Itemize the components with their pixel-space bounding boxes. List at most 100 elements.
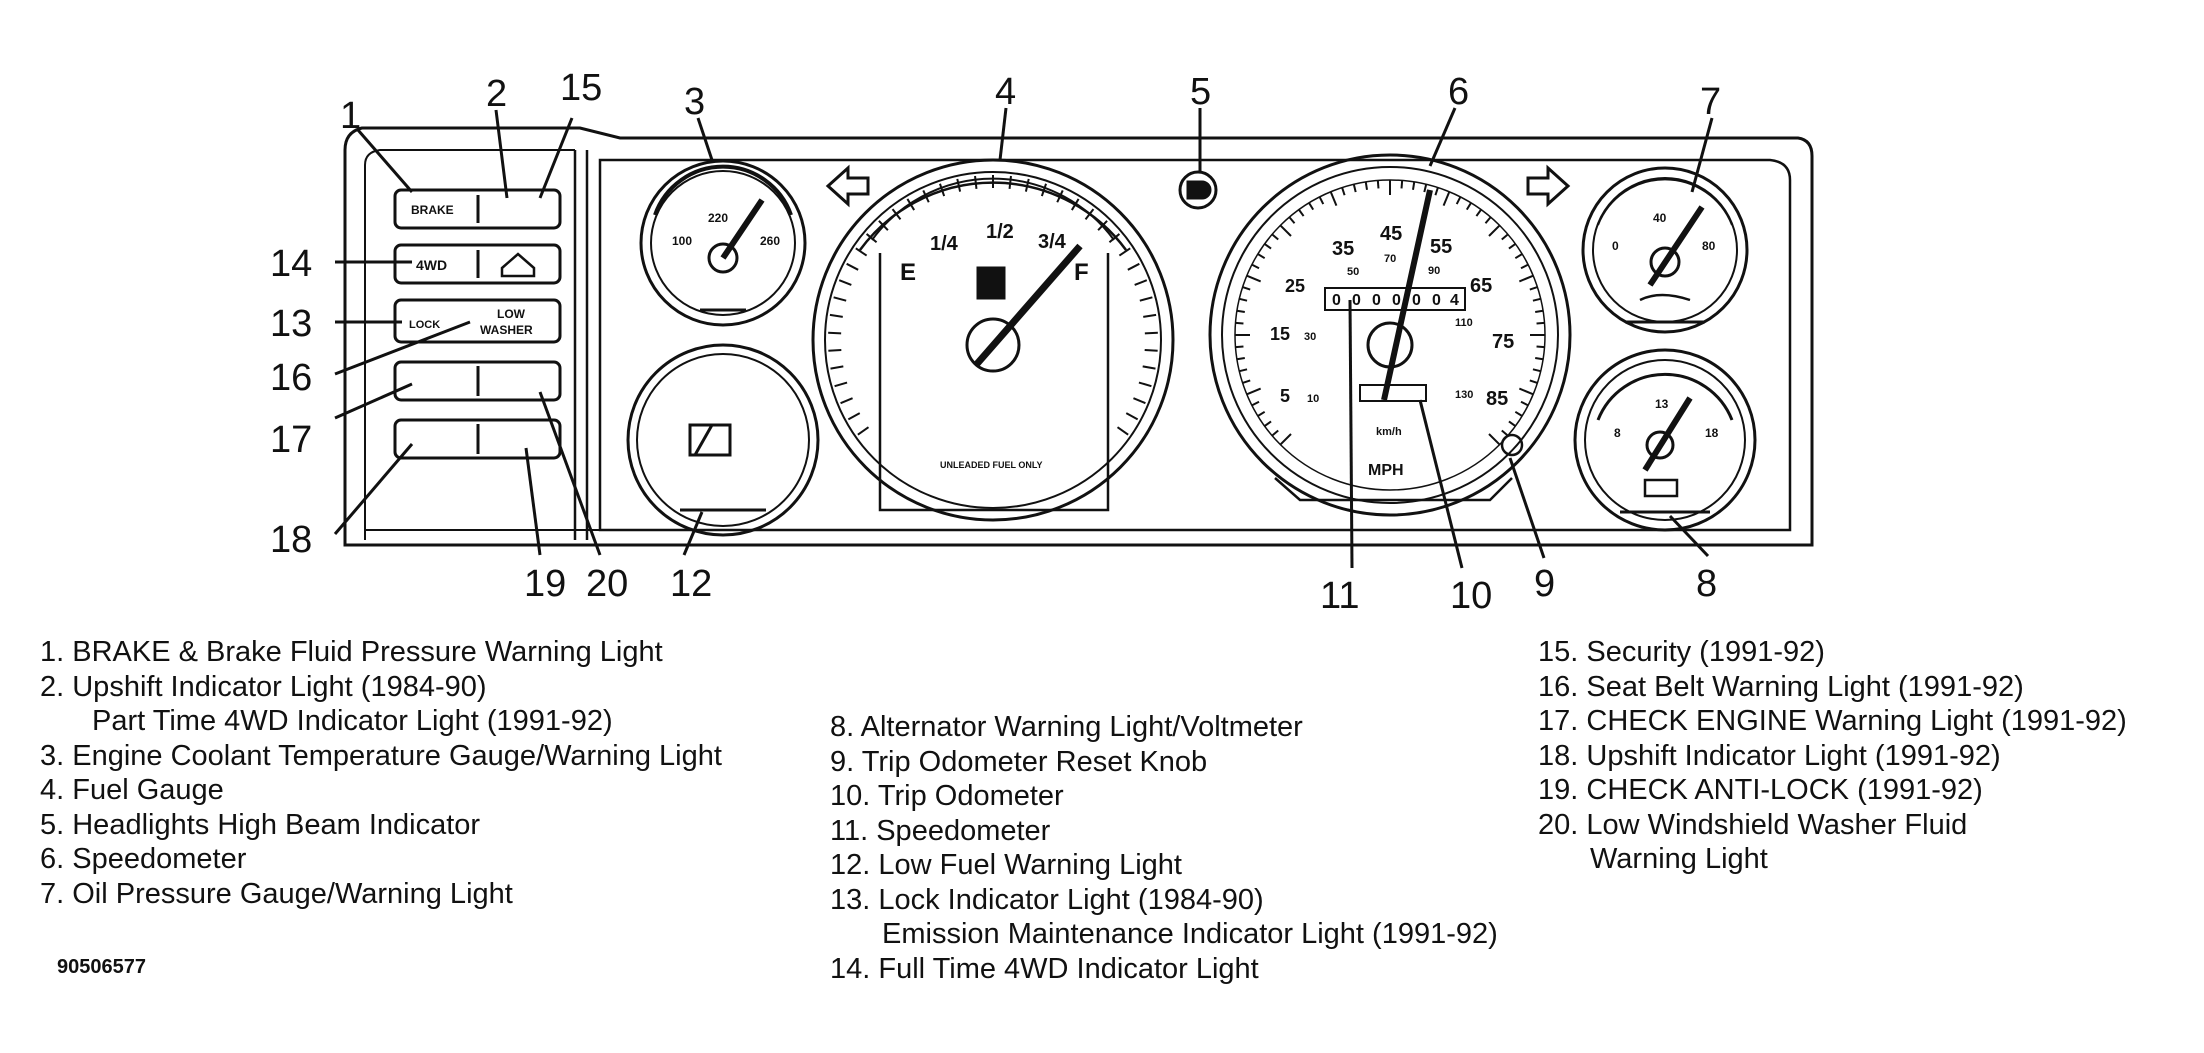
cluster-inner-bezel <box>598 158 1792 532</box>
fuel-gauge <box>811 158 1175 522</box>
coolant-tick-220: 220 <box>708 211 728 225</box>
speedo-tick <box>1529 286 1538 291</box>
warning-light-panel <box>393 188 562 460</box>
fuel-tick <box>1118 247 1131 257</box>
fuel-tick <box>1134 279 1148 286</box>
fuel-tick <box>1070 198 1080 211</box>
legend-item-1: 1. BRAKE & Brake Fluid Pressure Warning … <box>40 636 663 668</box>
svg-text:0: 0 <box>1432 292 1441 309</box>
kmh-10: 10 <box>1307 393 1319 405</box>
legend-item-11: 11. Speedometer <box>830 814 1051 847</box>
legend-item-19: 19. CHECK ANTI-LOCK (1991-92) <box>1538 774 1983 806</box>
fuel-three-quarter-label: 3/4 <box>1038 231 1067 253</box>
speedo-tick <box>1235 321 1244 325</box>
speedo-tick <box>1514 410 1523 417</box>
speedo-tick <box>1236 309 1245 313</box>
legend-item-13-cont: Emission Maintenance Indicator Light (19… <box>882 918 1498 950</box>
callout-15: 15 <box>560 67 602 109</box>
speedo-tick <box>1532 297 1541 302</box>
fuel-tick <box>1144 348 1158 352</box>
legend-item-3: 3. Engine Coolant Temperature Gauge/Warn… <box>40 739 722 772</box>
fuel-f-label: F <box>1074 259 1089 286</box>
right-turn-arrow-icon <box>1526 164 1571 208</box>
callout-7: 7 <box>1700 81 1721 123</box>
speedo-tick <box>1532 368 1541 373</box>
coolant-tick-260: 260 <box>760 234 780 248</box>
callout-12: 12 <box>670 563 712 605</box>
kmh-70: 70 <box>1384 253 1396 265</box>
speedo-tick <box>1518 274 1534 283</box>
callout-9: 9 <box>1534 563 1555 605</box>
speedo-tick <box>1235 345 1244 349</box>
speedo-tick <box>1239 297 1248 302</box>
fuel-tick <box>855 247 868 257</box>
callout-16: 16 <box>270 357 312 399</box>
legend-item-2: 2. Upshift Indicator Light (1984-90) <box>40 670 487 703</box>
fuel-tick <box>939 183 946 197</box>
fuel-tick <box>1143 313 1157 318</box>
speedo-tick <box>1264 243 1272 250</box>
instrument-cluster-diagram: BRAKE 4WD LOCK LOW WASHER 100 220 260 E … <box>270 67 1814 617</box>
speedo-tick <box>1257 410 1266 417</box>
callout-13: 13 <box>270 303 312 345</box>
low-fuel-light <box>626 343 820 537</box>
fuel-tick <box>1138 381 1152 388</box>
fuel-tick <box>1139 296 1153 302</box>
fuel-tick <box>1116 426 1129 436</box>
fuel-tick <box>828 348 842 352</box>
speedo-tick <box>1352 184 1357 193</box>
fuel-tick <box>1125 412 1139 421</box>
cluster-housing <box>343 126 1814 547</box>
legend-item-5: 5. Headlights High Beam Indicator <box>40 808 481 841</box>
callout-1: 1 <box>340 95 361 137</box>
speedo-tick <box>1423 184 1428 193</box>
speedo-tick <box>1508 243 1516 250</box>
fuel-tick <box>847 412 861 421</box>
legend-column-2: 8. Alternator Warning Light/Voltmeter 9.… <box>830 710 1498 986</box>
legend-item-20-cont: Warning Light <box>1590 843 1768 875</box>
volt-tick-18: 18 <box>1705 426 1719 440</box>
callout-10: 10 <box>1450 575 1492 617</box>
fuel-tick <box>838 279 852 286</box>
speedo-tick <box>1520 263 1529 270</box>
legend-item-10: 10. Trip Odometer <box>830 780 1064 812</box>
legend-item-6: 6. Speedometer <box>40 843 247 875</box>
kmh-30: 30 <box>1304 331 1316 343</box>
volt-tick-13: 13 <box>1655 397 1669 411</box>
speedo-tick <box>1412 181 1416 190</box>
speedo-tick <box>1536 345 1545 349</box>
speedo-tick <box>1298 209 1305 217</box>
kmh-130: 130 <box>1455 389 1473 401</box>
fuel-tick <box>906 198 916 211</box>
speedo-tick <box>1341 187 1346 196</box>
odometer-digits: 0 0 0 0 0 0 4 <box>1332 292 1459 309</box>
legend-item-15: 15. Security (1991-92) <box>1538 636 1825 668</box>
upshift-icon <box>500 252 536 278</box>
speedo-tick <box>1279 224 1292 237</box>
high-beam-indicator <box>1178 170 1218 210</box>
speedo-tick <box>1271 233 1279 241</box>
speedometer-ticks <box>828 175 1545 446</box>
callout-8: 8 <box>1696 563 1717 605</box>
fuel-tick <box>956 178 962 192</box>
callout-14: 14 <box>270 243 312 285</box>
speedo-tick <box>1376 180 1380 189</box>
lock-label: LOCK <box>409 319 440 331</box>
fuel-tick <box>840 397 853 405</box>
fuel-tick <box>1097 220 1108 231</box>
mph-unit-label: MPH <box>1368 462 1404 479</box>
legend-item-9: 9. Trip Odometer Reset Knob <box>830 745 1208 778</box>
fuel-tick <box>829 313 843 318</box>
fuel-tick <box>878 220 889 231</box>
callout-5: 5 <box>1190 71 1211 113</box>
callout-17: 17 <box>270 419 312 461</box>
speedo-tick <box>1465 202 1472 211</box>
speedo-tick <box>1536 321 1545 325</box>
speedo-tick <box>1364 181 1368 190</box>
fuel-tick <box>922 190 930 203</box>
voltmeter-gauge <box>1573 348 1757 532</box>
mph-25: 25 <box>1285 276 1305 296</box>
callout-18: 18 <box>270 519 312 561</box>
speedo-tick <box>1501 429 1509 437</box>
fuel-tick <box>1133 397 1146 405</box>
